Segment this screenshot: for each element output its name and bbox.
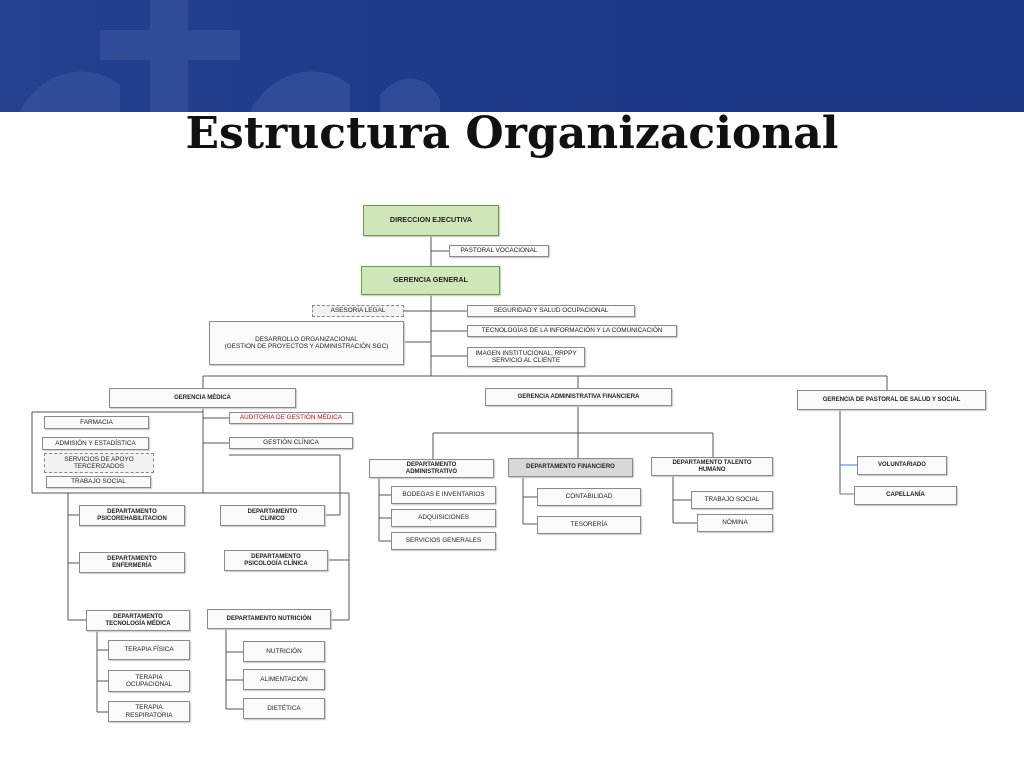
node-dep-clinico[interactable]: DEPARTAMENTO CLINICO <box>220 505 325 526</box>
node-dep-nutricion[interactable]: DEPARTAMENTO NUTRICIÓN <box>207 609 331 629</box>
node-pastoral-vocacional[interactable]: PASTORAL VOCACIONAL <box>449 245 549 257</box>
node-nomina[interactable]: NÓMINA <box>697 514 773 532</box>
node-dep-administrativo[interactable]: DEPARTAMENTO ADMINISTRATIVO <box>369 459 494 478</box>
node-admision-estadistica[interactable]: ADMISIÓN Y ESTADÍSTICA <box>42 437 149 450</box>
node-auditoria-gestion-medica[interactable]: AUDITORIA DE GESTIÓN MÉDICA <box>229 412 353 424</box>
node-dep-enfermeria[interactable]: DEPARTAMENTO ENFERMERÍA <box>79 552 185 573</box>
node-dep-talento-humano[interactable]: DEPARTAMENTO TALENTO HUMANO <box>651 457 773 476</box>
node-bodegas-inventarios[interactable]: BODEGAS E INVENTARIOS <box>391 486 496 504</box>
node-gerencia-medica[interactable]: GERENCIA MÉDICA <box>109 388 296 408</box>
node-dep-tecnologia-medica[interactable]: DEPARTAMENTO TECNOLOGÍA MÉDICA <box>86 610 190 631</box>
institution-logo-watermark <box>20 0 440 112</box>
node-servicios-generales[interactable]: SERVICIOS GENERALES <box>391 532 496 550</box>
page-title: Estructura Organizacional <box>185 108 839 159</box>
node-dep-financiero[interactable]: DEPARTAMENTO FINANCIERO <box>508 458 633 477</box>
node-trabajo-social-medico[interactable]: TRABAJO SOCIAL <box>46 476 151 488</box>
node-voluntariado[interactable]: VOLUNTARIADO <box>857 456 947 475</box>
node-imagen-institucional[interactable]: IMAGEN INSTITUCIONAL, RRPPY SERVICIO AL … <box>467 347 585 367</box>
header-banner <box>0 0 1024 112</box>
node-seguridad-salud[interactable]: SEGURIDAD Y SALUD OCUPACIONAL <box>467 305 635 317</box>
node-adquisiciones[interactable]: ADQUISICIONES <box>391 509 496 527</box>
node-farmacia[interactable]: FARMACIA <box>44 416 149 429</box>
node-trabajo-social[interactable]: TRABAJO SOCIAL <box>691 491 773 509</box>
node-servicios-apoyo[interactable]: SERVICIOS DE APOYO TERCERIZADOS <box>44 453 154 473</box>
node-tecnologias-informacion[interactable]: TECNOLOGÍAS DE LA INFORMACIÓN Y LA COMUN… <box>467 325 677 337</box>
node-terapia-ocupacional[interactable]: TERAPIA OCUPACIONAL <box>108 670 190 692</box>
node-terapia-fisica[interactable]: TERAPIA FÍSICA <box>108 640 190 660</box>
node-capellania[interactable]: CAPELLANÍA <box>854 486 957 505</box>
node-direccion-ejecutiva[interactable]: DIRECCION EJECUTIVA <box>363 205 499 236</box>
node-alimentacion[interactable]: ALIMENTACIÓN <box>243 669 325 690</box>
node-terapia-respiratoria[interactable]: TERAPIA RESPIRATORIA <box>108 701 190 722</box>
node-dep-psicologia-clinica[interactable]: DEPARTAMENTO PSICOLOGÍA CLÍNICA <box>224 550 328 571</box>
node-tesoreria[interactable]: TESORERÍA <box>537 516 641 534</box>
node-gerencia-pastoral[interactable]: GERENCIA DE PASTORAL DE SALUD Y SOCIAL <box>797 390 986 410</box>
node-dietetica[interactable]: DIETÉTICA <box>243 698 325 719</box>
node-asesoria-legal[interactable]: ASESORIA LEGAL <box>312 305 404 317</box>
node-gerencia-administrativa-financiera[interactable]: GERENCIA ADMINISTRATIVA FINANCIERA <box>485 388 672 406</box>
node-desarrollo-organizacional[interactable]: DESARROLLO ORGANIZACIONAL (GESTION DE PR… <box>209 321 404 365</box>
node-gerencia-general[interactable]: GERENCIA GENERAL <box>361 266 500 295</box>
node-dep-psicorehabilitacion[interactable]: DEPARTAMENTO PSICOREHABILITACION <box>79 505 185 526</box>
node-nutricion[interactable]: NUTRICIÓN <box>243 641 325 662</box>
node-gestion-clinica[interactable]: GESTIÓN CLÍNICA <box>229 437 353 449</box>
node-contabilidad[interactable]: CONTABILIDAD <box>537 488 641 506</box>
